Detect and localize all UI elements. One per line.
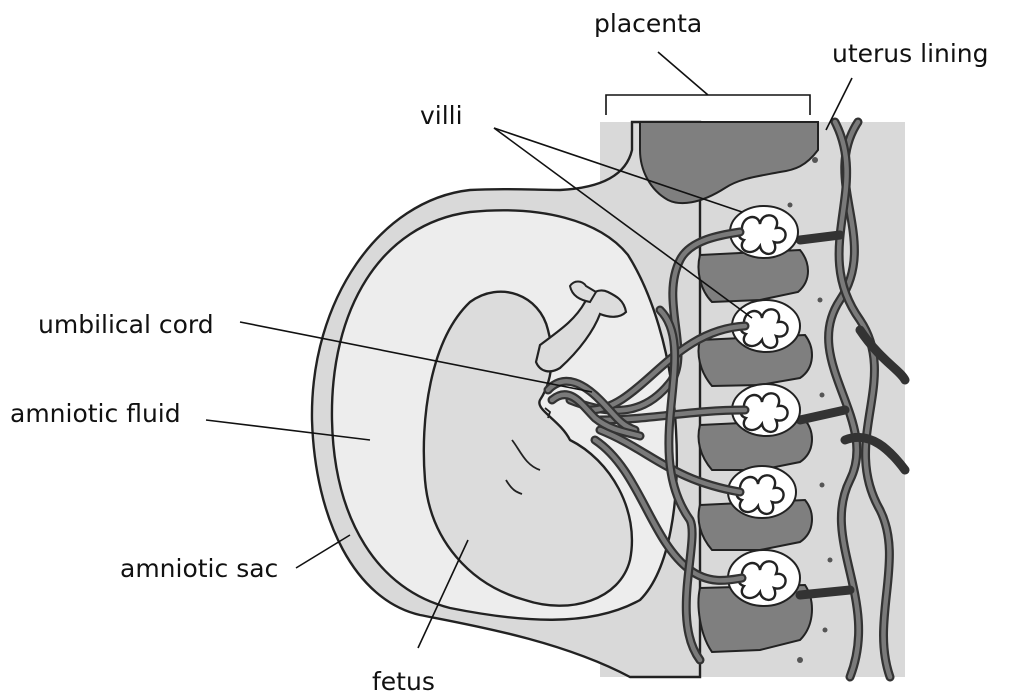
label-placenta: placenta [594, 9, 702, 38]
placenta-septum-1 [699, 250, 809, 302]
label-amniotic-fluid: amniotic fluid [10, 399, 181, 428]
leader-amniotic-sac [296, 535, 350, 568]
label-uterus-lining: uterus lining [832, 39, 989, 68]
label-fetus: fetus [372, 667, 435, 696]
label-villi: villi [420, 101, 463, 130]
label-amniotic-sac: amniotic sac [120, 554, 278, 583]
label-umbilical-cord: umbilical cord [38, 310, 214, 339]
placenta-bracket [606, 52, 810, 115]
